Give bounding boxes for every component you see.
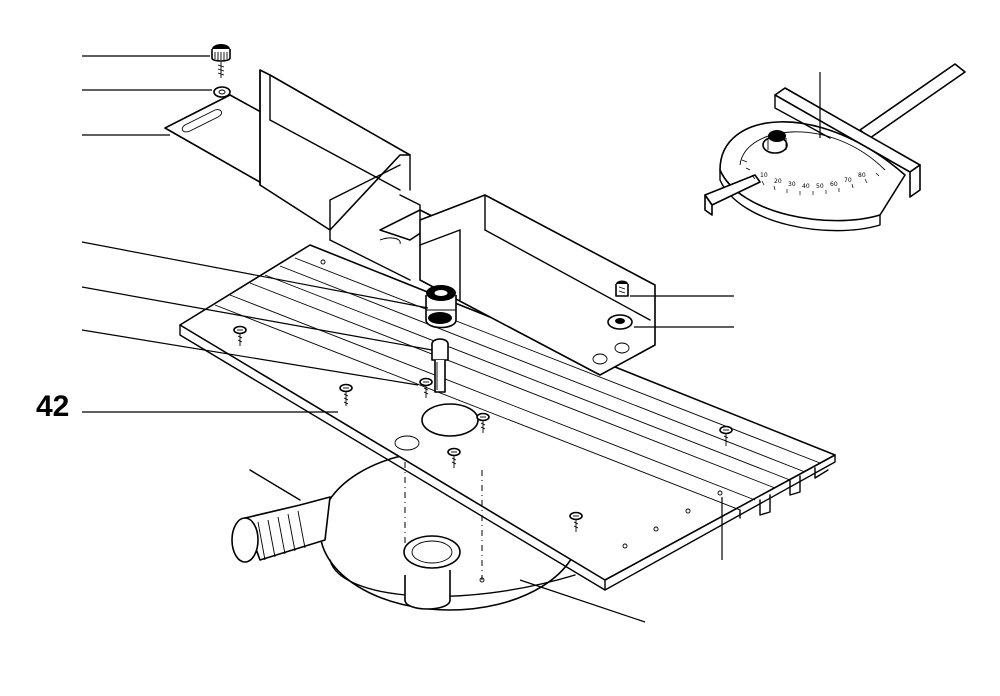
dust-port <box>231 469 331 563</box>
miter-gauge: 10 20 30 40 50 60 70 80 <box>704 63 966 232</box>
outlet-tube <box>403 535 461 610</box>
protractor-scale: 10 20 30 40 50 60 70 80 <box>741 159 880 195</box>
scale-label: 30 <box>788 181 796 188</box>
scale-label: 40 <box>802 183 810 190</box>
scale-label: 10 <box>760 172 768 179</box>
table-plate <box>179 244 836 591</box>
scale-label: 20 <box>774 178 782 185</box>
plate-screws <box>233 325 733 532</box>
callout-number: 42 <box>36 390 70 423</box>
fence-hardware <box>607 280 633 330</box>
alignment-lines <box>404 462 485 583</box>
leader-lines <box>81 55 821 623</box>
router-bit <box>431 338 449 393</box>
knob-bolt <box>211 44 231 98</box>
collet-nut <box>425 285 457 329</box>
scale-label: 50 <box>816 183 824 190</box>
fence <box>164 69 656 376</box>
scale-label: 70 <box>844 177 852 184</box>
scale-label: 60 <box>830 181 838 188</box>
scale-label: 80 <box>858 172 866 179</box>
